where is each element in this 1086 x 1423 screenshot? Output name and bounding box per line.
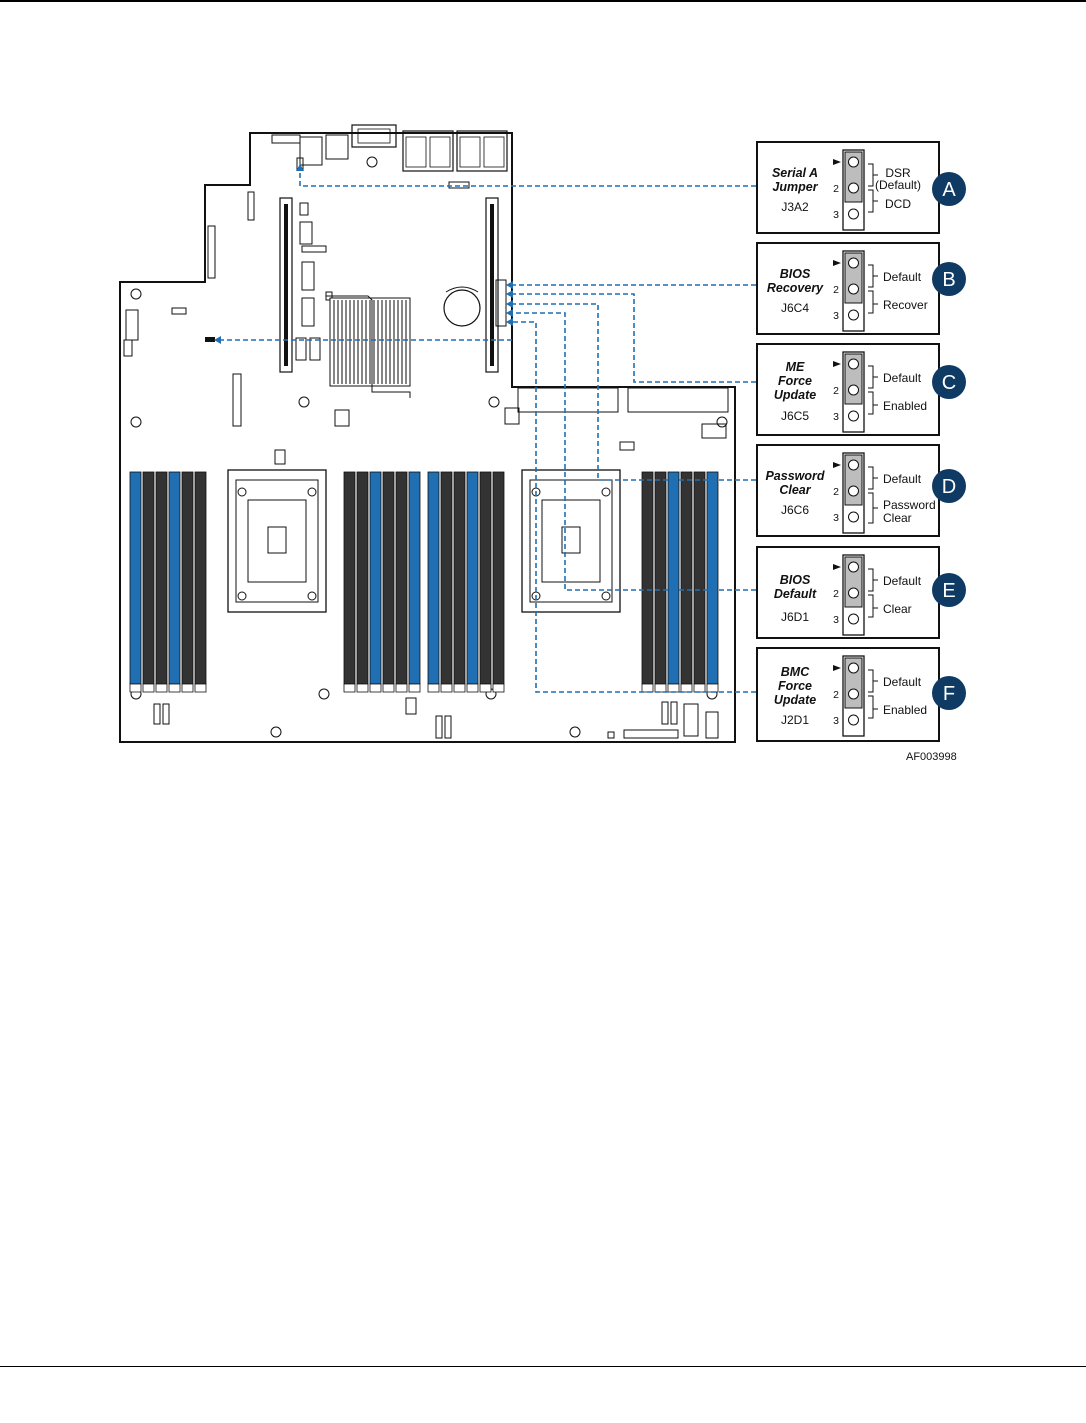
jumper-box-b: BIOS Recovery J6C4 2 3 Default Recover B: [756, 242, 966, 335]
cpu-socket-1: [227, 469, 327, 613]
pin-number-3: 3: [833, 512, 839, 524]
jumper-box-c: ME Force Update J6C5 2 3 Default Enabled…: [756, 343, 966, 436]
bottom-rule: [0, 1366, 1086, 1367]
jumper-option: (Default): [875, 178, 921, 192]
jumper-option: Default: [883, 270, 922, 284]
jumper-designator: J2D1: [781, 713, 809, 727]
jumper-option: Default: [883, 371, 922, 385]
leader-f: [512, 321, 756, 693]
jumper-title-line-1: Serial A: [772, 166, 818, 180]
callout-letter: A: [942, 179, 956, 201]
jumper-option: Password: [883, 498, 936, 512]
pin-number-2: 2: [833, 689, 839, 701]
jumper-box-e: BIOS Default J6D1 2 3 Default Clear E: [756, 546, 966, 639]
jumper-box-d: Password Clear J6C6 2 3 Default Password…: [756, 444, 966, 537]
jumper-option: Enabled: [883, 399, 927, 413]
jumper-title-line-2: Jumper: [772, 180, 818, 194]
jumper-option: DCD: [885, 197, 911, 211]
jumper-title-line-2: Force: [778, 679, 812, 693]
jumper-option: Clear: [883, 602, 912, 616]
jumper-designator: J3A2: [781, 200, 809, 214]
leader-c: [512, 293, 756, 383]
leader-lines: [214, 164, 756, 693]
top-rule: [0, 0, 1086, 2]
pin-number-3: 3: [833, 715, 839, 727]
pin-number-3: 3: [833, 310, 839, 322]
jumper-option: Default: [883, 472, 922, 486]
jumper-option: Enabled: [883, 703, 927, 717]
jumper-title-line-3: Update: [774, 388, 816, 402]
jumper-title-line-3: Update: [774, 693, 816, 707]
jumper-option: Default: [883, 574, 922, 588]
pin-number-3: 3: [833, 411, 839, 423]
pin-number-2: 2: [833, 486, 839, 498]
jumper-title-line-2: Default: [774, 587, 817, 601]
jumper-option: Default: [883, 675, 922, 689]
jumper-title-line-1: BIOS: [780, 573, 811, 587]
jumper-box-f: BMC Force Update J2D1 2 3 Default Enable…: [756, 647, 966, 742]
jumper-option: Recover: [883, 298, 928, 312]
leader-a: [299, 170, 756, 187]
pin-number-2: 2: [833, 183, 839, 195]
leader-e: [512, 312, 756, 591]
motherboard: [119, 124, 736, 743]
figure-id: AF003998: [906, 751, 957, 763]
callout-letter: D: [942, 476, 956, 498]
pin-number-3: 3: [833, 209, 839, 221]
callout-letter: F: [943, 683, 955, 705]
jumper-title-line-1: ME: [786, 360, 805, 374]
callout-letter: E: [942, 580, 955, 602]
pin-number-3: 3: [833, 614, 839, 626]
jumper-option: DSR: [885, 166, 911, 180]
jumper-designator: J6C6: [781, 503, 809, 517]
jumper-title-line-2: Force: [778, 374, 812, 388]
callout-letter: C: [942, 372, 956, 394]
leader-d: [512, 303, 756, 481]
jumper-option: Clear: [883, 511, 912, 525]
jumper-title-line-1: BMC: [781, 665, 810, 679]
callout-letter: B: [942, 269, 955, 291]
jumper-title-line-1: BIOS: [780, 267, 811, 281]
pin-number-2: 2: [833, 284, 839, 296]
jumper-title-line-1: Password: [765, 469, 824, 483]
cpu-socket-2: [521, 469, 621, 613]
jumper-title-line-2: Clear: [779, 483, 811, 497]
jumper-designator: J6C5: [781, 409, 809, 423]
jumper-box-a: Serial A Jumper J3A2 2 3 DSR (Default) D…: [756, 141, 966, 234]
pin-number-2: 2: [833, 385, 839, 397]
pin-number-2: 2: [833, 588, 839, 600]
jumper-designator: J6C4: [781, 301, 809, 315]
jumper-designator: J6D1: [781, 610, 809, 624]
jumper-title-line-2: Recovery: [767, 281, 824, 295]
